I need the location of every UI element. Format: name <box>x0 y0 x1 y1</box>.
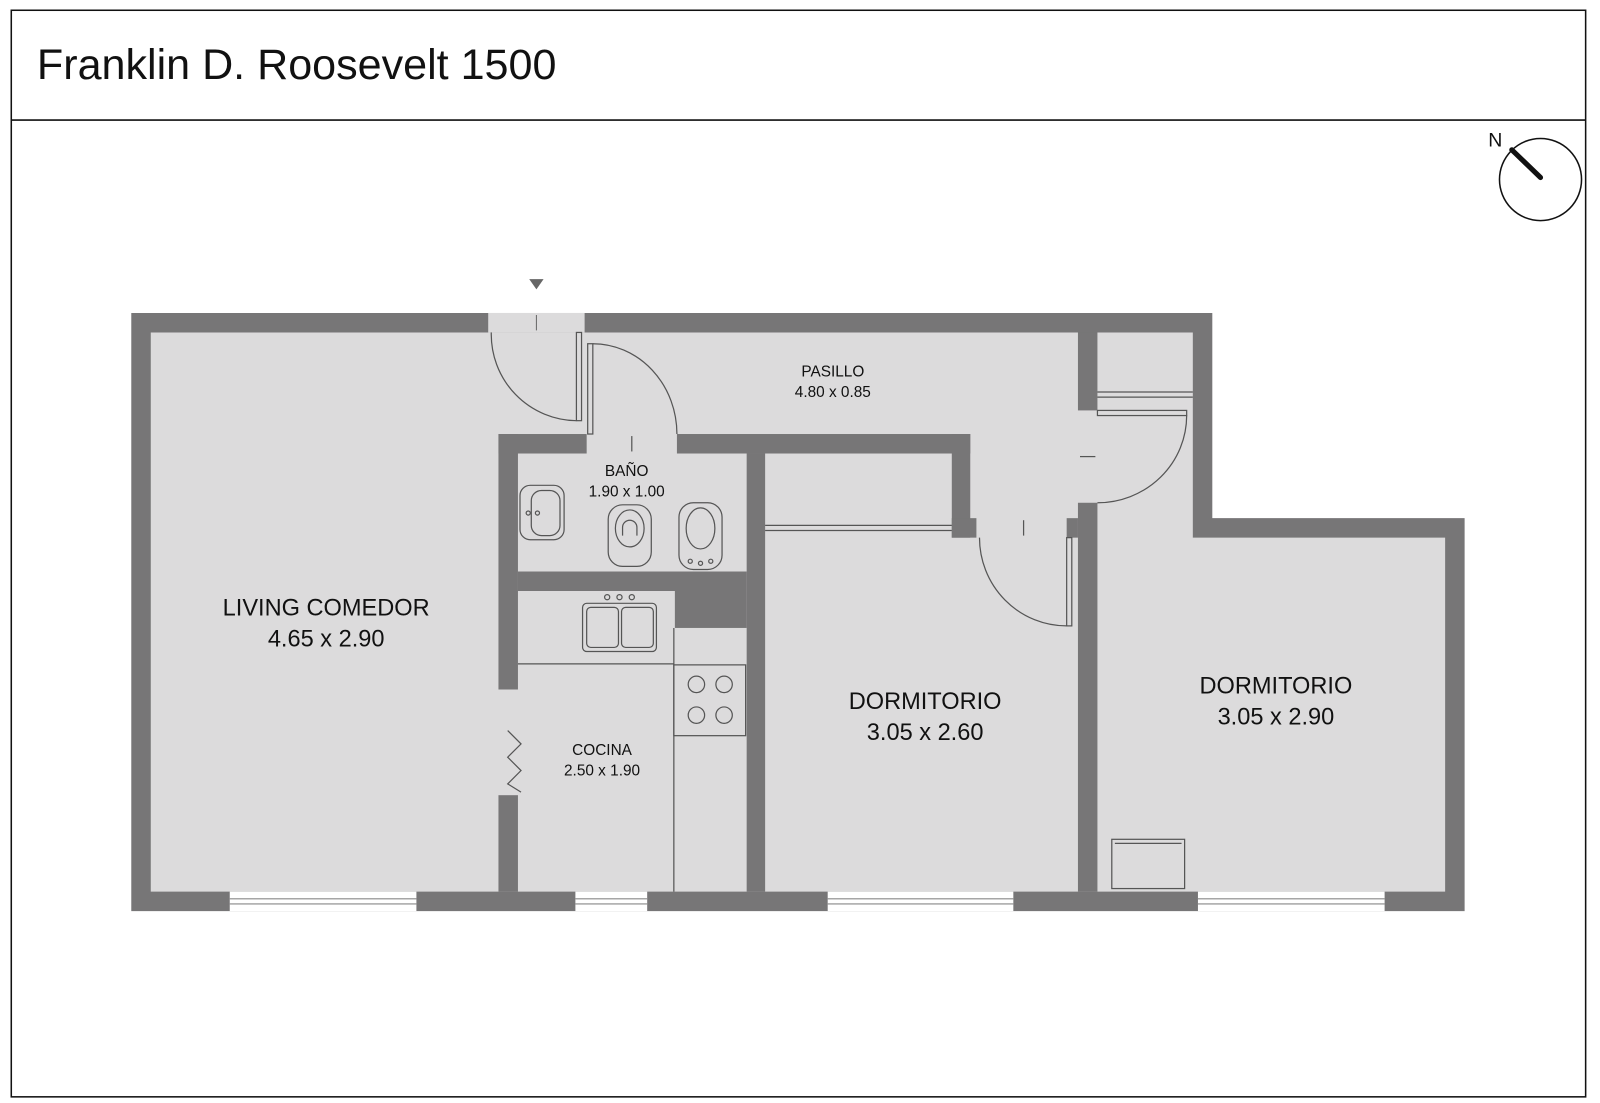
bathroom-sink-icon <box>519 484 565 541</box>
bidet-icon <box>678 502 723 571</box>
north-compass-icon: N <box>1488 130 1583 222</box>
window-cocina <box>575 891 648 912</box>
cocina-folding-door-icon <box>506 730 522 793</box>
dormitorio-1-door-icon <box>978 520 1073 627</box>
compass-north-label: N <box>1488 130 1502 152</box>
window-dormitorio-2 <box>1197 891 1385 912</box>
closet-doors-pasillo <box>1097 391 1193 398</box>
sheet-border <box>10 9 1587 1098</box>
window-dormitorio-1 <box>827 891 1014 912</box>
dormitorio-2-name: DORMITORIO <box>1199 673 1352 699</box>
bano-name: BAÑO <box>605 463 649 480</box>
cocina-name: COCINA <box>572 742 633 759</box>
kitchen-counter <box>517 627 675 892</box>
doors <box>490 331 1193 793</box>
entrance-door-icon <box>490 331 583 422</box>
dormitorio-1-name: DORMITORIO <box>849 688 1002 714</box>
plan-title: Franklin D. Roosevelt 1500 <box>37 41 556 89</box>
toilet-icon <box>607 504 652 567</box>
cocina-size: 2.50 x 1.90 <box>564 763 640 780</box>
living-name: LIVING COMEDOR <box>223 595 430 621</box>
closet-doors-dormitorio-1 <box>765 524 952 532</box>
entrance-arrow-icon <box>529 279 544 290</box>
dormitorio-1-size: 3.05 x 2.60 <box>867 719 984 745</box>
floor-area <box>150 332 1446 892</box>
bano-size: 1.90 x 1.00 <box>589 484 665 501</box>
living-size: 4.65 x 2.90 <box>268 625 385 651</box>
dormitorio-2-size: 3.05 x 2.90 <box>1218 703 1335 729</box>
dormitorio-2-door-icon <box>1080 409 1188 504</box>
pasillo-name: PASILLO <box>801 364 864 381</box>
window-living <box>229 891 417 912</box>
wardrobe-box <box>1111 838 1186 890</box>
windows <box>229 891 1385 912</box>
room-labels: LIVING COMEDOR 4.65 x 2.90 PASILLO 4.80 … <box>223 364 1353 780</box>
pasillo-size: 4.80 x 0.85 <box>795 384 871 401</box>
interior-walls <box>498 332 1098 892</box>
kitchen-sink-icon <box>581 593 658 653</box>
stove-icon <box>673 664 747 737</box>
bano-door-icon <box>587 343 678 452</box>
fixtures <box>517 484 1186 892</box>
